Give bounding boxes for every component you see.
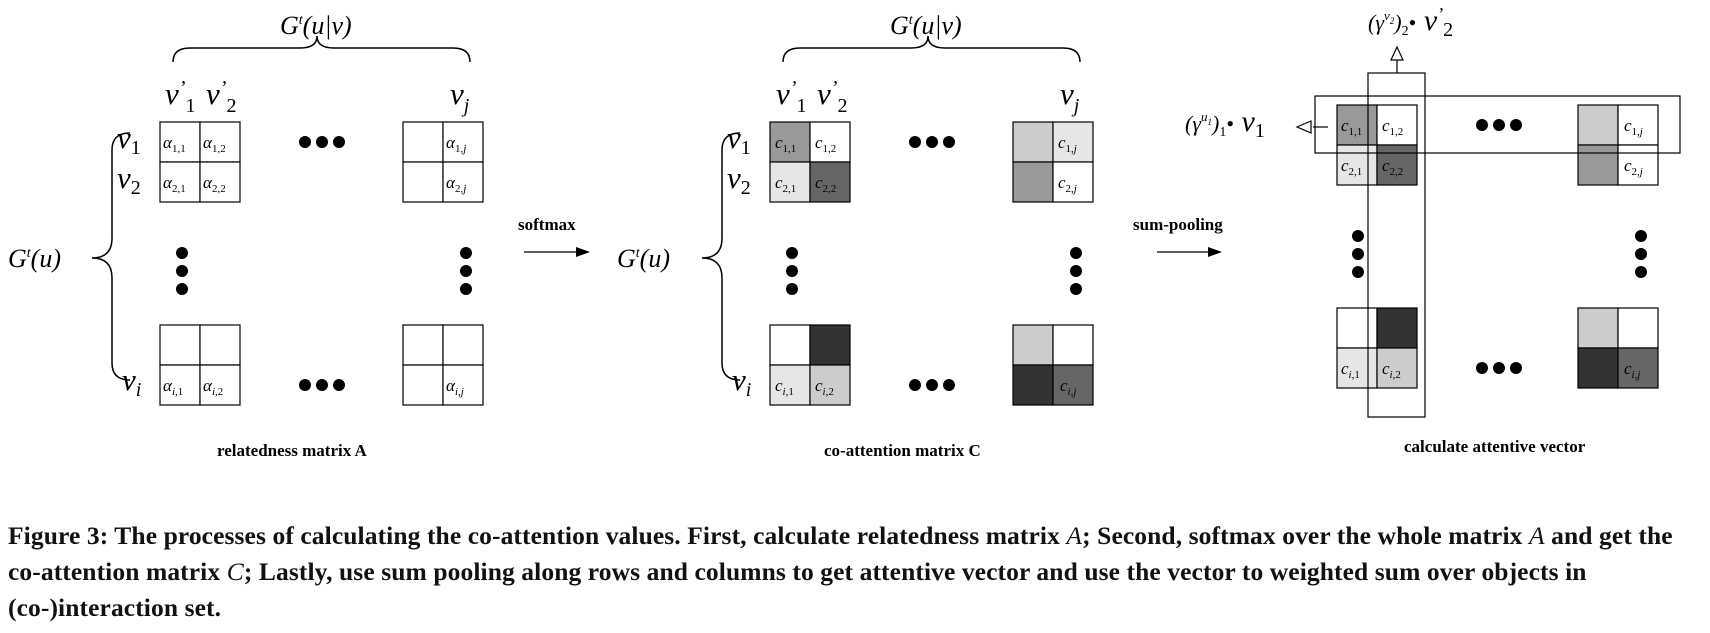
col-label-v2: v’2 bbox=[206, 76, 236, 117]
sum-pooling-label: sum-pooling bbox=[1133, 215, 1223, 234]
row-label-vi: vi bbox=[732, 362, 751, 401]
col-label-v1: v’1 bbox=[776, 76, 806, 117]
caption-part-1: Figure 3: The processes of calculating t… bbox=[8, 521, 1067, 550]
vector-block-top-right bbox=[1577, 104, 1659, 186]
vector-block-bottom-right bbox=[1577, 307, 1659, 389]
left-brace bbox=[701, 132, 741, 381]
caption-var-a: A bbox=[1066, 521, 1083, 550]
top-brace bbox=[782, 35, 1081, 63]
group-label-left: Gt(u) bbox=[8, 244, 61, 273]
caption-part-2: ; Second, softmax over the whole matrix bbox=[1082, 521, 1529, 550]
group-label-top: Gt(u|v) bbox=[280, 11, 352, 40]
matrix-block-top-left bbox=[159, 121, 241, 203]
row-label-v1: v1 bbox=[727, 120, 751, 159]
row-label-v1: v1 bbox=[117, 120, 141, 159]
caption-part-4: ; Lastly, use sum pooling along rows and… bbox=[8, 557, 1587, 622]
matrix-block-top-right bbox=[402, 121, 484, 203]
group-label-top: Gt(u|v) bbox=[890, 11, 962, 40]
matrix-block-bottom-left bbox=[159, 324, 241, 406]
ellipsis-dots bbox=[1352, 119, 1647, 374]
col-label-v1: v’1 bbox=[165, 76, 195, 117]
matrix-block-bottom-left bbox=[769, 324, 851, 406]
softmax-arrow: softmax bbox=[518, 215, 590, 257]
panel-c-title: co-attention matrix C bbox=[824, 441, 981, 460]
col-label-v2: v’2 bbox=[817, 76, 847, 117]
panel-co-attention-matrix: Gt(u|v) v’1 v’2 vj Gt(u) v1 v2 vi c1,1 c… bbox=[617, 11, 1094, 460]
top-brace bbox=[172, 35, 471, 63]
row-label-v2: v2 bbox=[117, 160, 141, 199]
matrix-block-bottom-right bbox=[402, 324, 484, 406]
caption-part-3: and get the co-attention matrix bbox=[8, 521, 1673, 586]
caption-var-a2: A bbox=[1529, 521, 1545, 550]
matrix-block-bottom-right bbox=[1012, 324, 1094, 406]
panel-v-title: calculate attentive vector bbox=[1404, 437, 1586, 456]
top-vector-label: (γv2)2• v’2 bbox=[1368, 4, 1453, 41]
ellipsis-dots bbox=[176, 136, 472, 391]
sum-pooling-arrow: sum-pooling bbox=[1133, 215, 1223, 257]
group-label-left: Gt(u) bbox=[617, 244, 670, 273]
panel-relatedness-matrix: Gt(u|v) v’1 v’2 vj Gt(u) v1 v2 vi α1,1 α… bbox=[8, 11, 484, 460]
row-highlight-box bbox=[1314, 95, 1681, 154]
row-label-vi: vi bbox=[122, 362, 141, 401]
vector-block-bottom-left bbox=[1336, 307, 1418, 389]
col-label-vj: vj bbox=[450, 76, 470, 117]
panel-attentive-vector: (γv2)2• v’2 (γu1)1• v1 c1,1 c1,2 c2,1 c2… bbox=[1185, 4, 1681, 456]
left-brace bbox=[91, 132, 131, 381]
softmax-label: softmax bbox=[518, 215, 576, 234]
vector-block-top-left bbox=[1336, 104, 1418, 186]
matrix-block-top-right bbox=[1012, 121, 1094, 203]
ellipsis-dots bbox=[786, 136, 1082, 391]
matrix-block-top-left bbox=[769, 121, 851, 203]
figure-caption: Figure 3: The processes of calculating t… bbox=[8, 518, 1703, 626]
row-label-v2: v2 bbox=[727, 160, 751, 199]
caption-var-c: C bbox=[226, 557, 244, 586]
left-vector-label: (γu1)1• v1 bbox=[1185, 105, 1265, 142]
co-attention-figure: Gt(u|v) v’1 v’2 vj Gt(u) v1 v2 vi α1,1 α… bbox=[8, 4, 1681, 460]
col-label-vj: vj bbox=[1060, 76, 1080, 117]
panel-a-title: relatedness matrix A bbox=[217, 441, 368, 460]
column-highlight-box bbox=[1367, 72, 1426, 418]
